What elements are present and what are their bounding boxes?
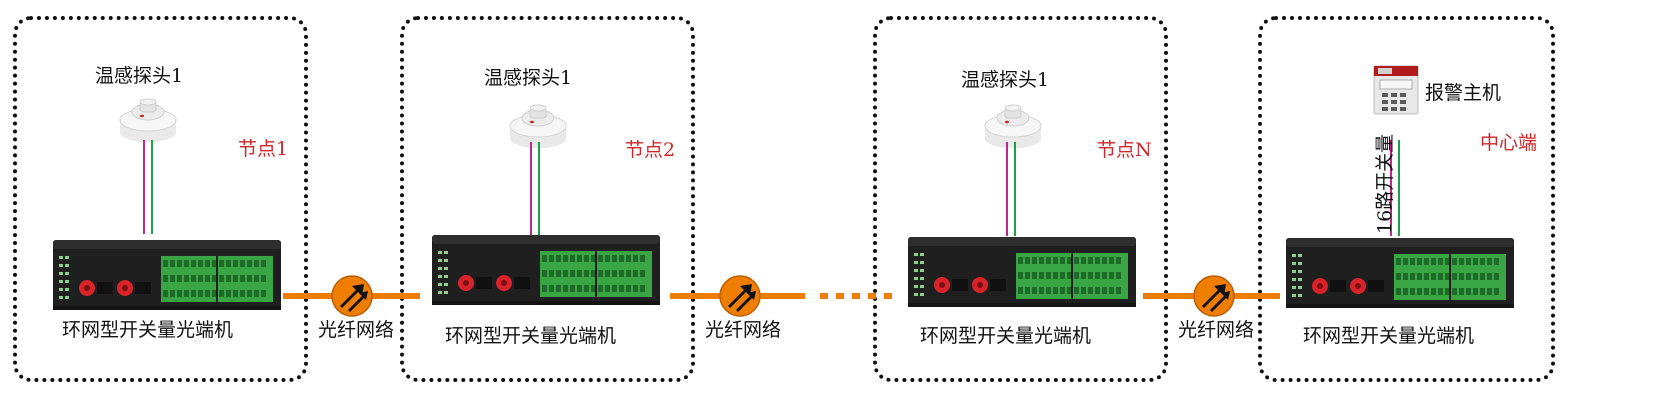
fiber-link-label-3: 光纤网络	[1178, 319, 1255, 341]
fiber-network-icon	[719, 275, 761, 317]
optical-transceiver-icon	[1286, 238, 1514, 308]
device-label-center: 环网型开关量光端机	[1303, 325, 1475, 347]
fiber-network-icon	[1193, 275, 1235, 317]
device-label-node-n: 环网型开关量光端机	[920, 325, 1092, 347]
node-box-center	[1258, 16, 1555, 382]
optical-transceiver-icon	[53, 240, 281, 310]
node-tag-1: 节点1	[238, 138, 289, 160]
sensor-label-node-n: 温感探头1	[961, 69, 1050, 91]
node-tag-2: 节点2	[625, 139, 676, 161]
device-label-node-2: 环网型开关量光端机	[445, 325, 617, 347]
smoke-sensor-icon	[984, 104, 1042, 149]
fiber-network-icon	[331, 275, 373, 317]
signal-wires	[143, 140, 1400, 236]
smoke-sensor-icon	[119, 98, 177, 143]
optical-transceiver-icon	[432, 235, 660, 305]
sensor-label-node-1: 温感探头1	[95, 65, 184, 87]
node-box-2	[400, 16, 695, 382]
sensor-label-node-2: 温感探头1	[484, 67, 573, 89]
device-label-node-1: 环网型开关量光端机	[62, 319, 234, 341]
node-box-n	[873, 16, 1168, 382]
node-box-1	[13, 16, 308, 382]
smoke-sensor-icon	[509, 104, 567, 149]
optical-transceiver-icon	[908, 237, 1136, 307]
fiber-link-label-2: 光纤网络	[705, 319, 782, 341]
alarm-host-label: 报警主机	[1425, 82, 1502, 104]
fiber-link-label-1: 光纤网络	[318, 319, 395, 341]
switch-signal-label: 16路开关量	[1374, 133, 1396, 234]
alarm-host-icon	[1373, 65, 1419, 115]
center-tag: 中心端	[1480, 132, 1538, 154]
node-tag-n: 节点N	[1097, 139, 1152, 161]
